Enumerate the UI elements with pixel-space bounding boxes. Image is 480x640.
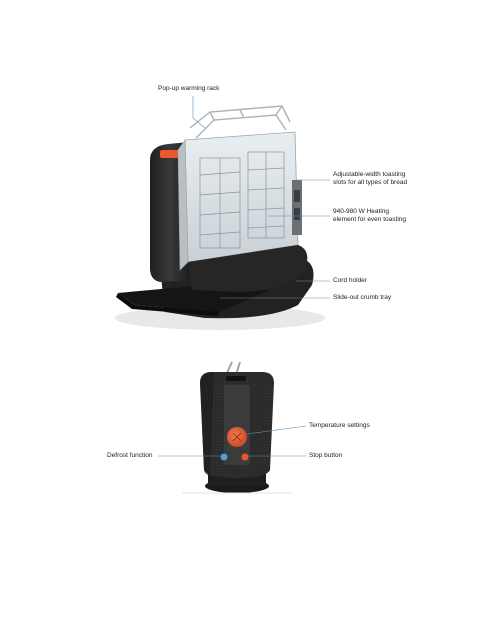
label-stop-button: Stop button (309, 452, 343, 459)
stop-button[interactable] (241, 453, 249, 461)
warming-rack (189, 105, 291, 139)
label-cord-holder: Cord holder (333, 277, 367, 284)
label-heating-element-line2: element for even toasting (333, 216, 406, 223)
label-temperature-settings: Temperature settings (309, 422, 370, 429)
label-toasting-slots-line2: slots for all types of bread (333, 179, 408, 186)
label-warming-rack: Pop-up warming rack (158, 85, 220, 92)
cutaway-toaster (115, 105, 325, 330)
label-heating-element-line1: 940-980 W Heating (333, 208, 390, 215)
heating-element (199, 151, 285, 249)
label-heating-element: 940-980 W Heating element for even toast… (333, 208, 406, 224)
front-toaster (182, 361, 292, 494)
label-toasting-slots: Adjustable-width toasting slots for all … (333, 171, 407, 187)
label-toasting-slots-line1: Adjustable-width toasting (333, 171, 406, 178)
label-defrost-function: Defrost function (107, 452, 153, 459)
label-crumb-tray: Slide-out crumb tray (333, 294, 392, 301)
defrost-button[interactable] (220, 453, 228, 461)
crumb-tray (118, 285, 270, 312)
leader-lines (158, 96, 330, 457)
